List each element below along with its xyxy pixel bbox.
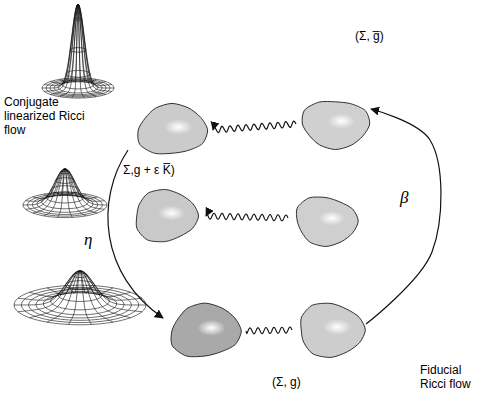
caption-text: Conjugate linearized Ricci flow [4, 96, 96, 137]
surface-blob [302, 101, 370, 149]
bump-mesh [23, 169, 107, 218]
caption-text: Fiducial Ricci flow [420, 364, 488, 392]
highlight [164, 119, 192, 135]
surface-node: Σ,g + ε K̅) [133, 100, 211, 160]
surface-blob [136, 189, 198, 241]
surface-blob [171, 303, 241, 357]
surface-node: (Σ, g̅) [298, 95, 373, 153]
surface-label: Σ,g + ε K̅) [123, 164, 175, 178]
surface-node: (Σ, g) [292, 300, 370, 360]
flow-arrow [366, 109, 441, 324]
surface-blob [138, 103, 208, 153]
edge-label: β [398, 188, 410, 208]
bump-mesh [14, 271, 146, 325]
wavy-arrow [213, 121, 296, 132]
blob-shape [292, 300, 370, 360]
highlight [323, 319, 351, 335]
surface-label: (Σ, g̅) [355, 30, 384, 44]
highlight [328, 114, 355, 129]
blob-shape [133, 100, 211, 160]
bump-mesh [42, 4, 114, 98]
surface-blob [296, 197, 358, 246]
highlight [319, 211, 345, 226]
surface-blob [301, 303, 366, 357]
highlight [197, 320, 226, 336]
highlight [158, 206, 185, 221]
wavy-line [246, 327, 292, 334]
map-symbol: η [84, 230, 92, 250]
surface-label: (Σ, g) [272, 376, 301, 390]
blob-shape [298, 95, 373, 153]
wavy-arrow [206, 213, 288, 221]
